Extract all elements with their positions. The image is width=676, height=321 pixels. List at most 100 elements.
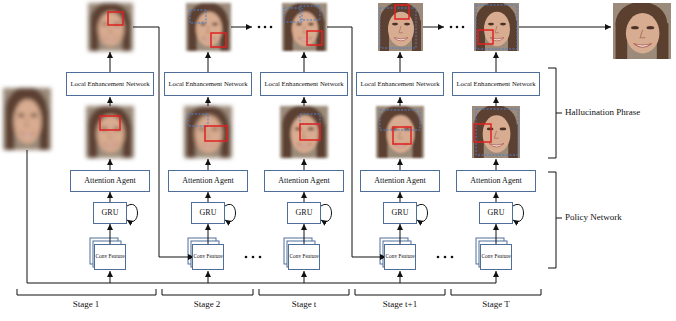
enhanced-region: [190, 10, 206, 23]
stage-link: [423, 27, 444, 28]
connector-arrow: [208, 192, 209, 202]
stage-bracket: [17, 289, 156, 295]
recurrent-box: GRU: [191, 202, 225, 224]
face-image: [376, 105, 424, 158]
flow-arrow: [110, 52, 111, 72]
node-text: Conv Feature: [95, 254, 124, 260]
enhanced-region: [380, 8, 416, 48]
ellipsis-dot: [437, 256, 440, 259]
ellipsis-dot: [252, 256, 255, 259]
attention-box: [307, 31, 322, 45]
node-text: Local Enhancement Network: [264, 80, 343, 87]
process-box: Attention Agent: [168, 170, 248, 192]
output-face: [613, 2, 671, 59]
flow-arrows: [17, 27, 611, 295]
ellipsis-dot: [259, 256, 262, 259]
ellipsis-dot: [258, 26, 261, 29]
process-box: Local Enhancement Network: [66, 72, 154, 96]
ellipsis-dots: [245, 26, 465, 259]
node-text: Attention Agent: [182, 177, 233, 185]
flow-arrow: [110, 97, 111, 106]
node-text: Conv Feature: [289, 254, 318, 260]
process-box: Local Enhancement Network: [356, 72, 444, 96]
process-box: Attention Agent: [264, 170, 344, 192]
stage-label: Stage T: [482, 300, 510, 310]
ellipsis-dot: [270, 26, 273, 29]
enhanced-region: [188, 114, 208, 126]
input-arrow: [110, 271, 111, 283]
node-text: GRU: [102, 209, 119, 217]
recurrent-box: GRU: [287, 202, 321, 224]
recurrent-loop: [417, 204, 428, 221]
flow-arrow: [208, 97, 209, 106]
flow-arrow: [400, 52, 401, 72]
stage-label: Stage 1: [73, 300, 100, 310]
node-text: Local Enhancement Network: [456, 80, 535, 87]
flow-arrow: [400, 159, 401, 170]
process-box: Local Enhancement Network: [452, 72, 540, 96]
node-text: Conv Feature: [385, 254, 414, 260]
enhanced-region: [476, 109, 518, 155]
attention-box: [478, 30, 493, 44]
face-image: [282, 2, 327, 51]
flow-arrow: [496, 97, 497, 106]
phase-label: Hallucination Phrase: [565, 108, 640, 118]
stage-link: [133, 27, 194, 257]
recurrent-loop: [513, 204, 524, 221]
phase-label: Policy Network: [565, 213, 622, 223]
connector-arrow: [110, 192, 111, 202]
enhanced-region: [300, 6, 320, 20]
node-text: Local Enhancement Network: [360, 80, 439, 87]
flow-arrow: [304, 97, 305, 106]
input-face: [3, 87, 51, 150]
feature-box: Conv Feature: [192, 244, 224, 270]
connector-arrow: [496, 192, 497, 202]
node-text: Attention Agent: [278, 177, 329, 185]
recurrent-box: GRU: [93, 202, 127, 224]
attention-box: [474, 124, 491, 142]
node-text: Attention Agent: [84, 177, 135, 185]
feature-box: Conv Feature: [288, 244, 320, 270]
ellipsis-dot: [264, 26, 267, 29]
attention-box: [300, 124, 320, 140]
stage-bracket: [355, 289, 445, 295]
ellipsis-dot: [450, 26, 453, 29]
node-text: GRU: [296, 209, 313, 217]
stage-link: [519, 27, 611, 28]
recurrent-box: GRU: [479, 202, 513, 224]
connector-arrow: [304, 224, 305, 244]
input-arrow: [304, 271, 305, 283]
input-arrow: [208, 271, 209, 283]
feature-box: Conv Feature: [384, 244, 416, 270]
connector-arrow: [400, 224, 401, 244]
phase-bracket: [548, 68, 556, 158]
ellipsis-dot: [456, 26, 459, 29]
node-text: Conv Feature: [481, 254, 510, 260]
enhanced-region: [284, 8, 302, 22]
process-box: Local Enhancement Network: [260, 72, 348, 96]
face-image: [472, 105, 520, 158]
node-text: Attention Agent: [374, 177, 425, 185]
node-text: Attention Agent: [470, 177, 521, 185]
connector-arrow: [400, 192, 401, 202]
flow-arrow: [400, 97, 401, 106]
connector-arrow: [304, 192, 305, 202]
flow-arrow: [496, 52, 497, 72]
feature-box: Conv Feature: [480, 244, 512, 270]
feature-box: Conv Feature: [94, 244, 126, 270]
attention-box: [205, 126, 227, 141]
connector-arrow: [496, 224, 497, 244]
flow-arrow: [208, 159, 209, 170]
attention-box: [211, 33, 226, 47]
stage-bracket: [162, 289, 253, 295]
attention-box: [395, 5, 409, 19]
face-image: [86, 105, 134, 158]
face-image: [378, 2, 423, 51]
face-image: [474, 2, 519, 51]
stage-label: Stage t: [292, 300, 317, 310]
process-box: Attention Agent: [70, 170, 150, 192]
node-text: GRU: [200, 209, 217, 217]
stage-bracket: [259, 289, 349, 295]
